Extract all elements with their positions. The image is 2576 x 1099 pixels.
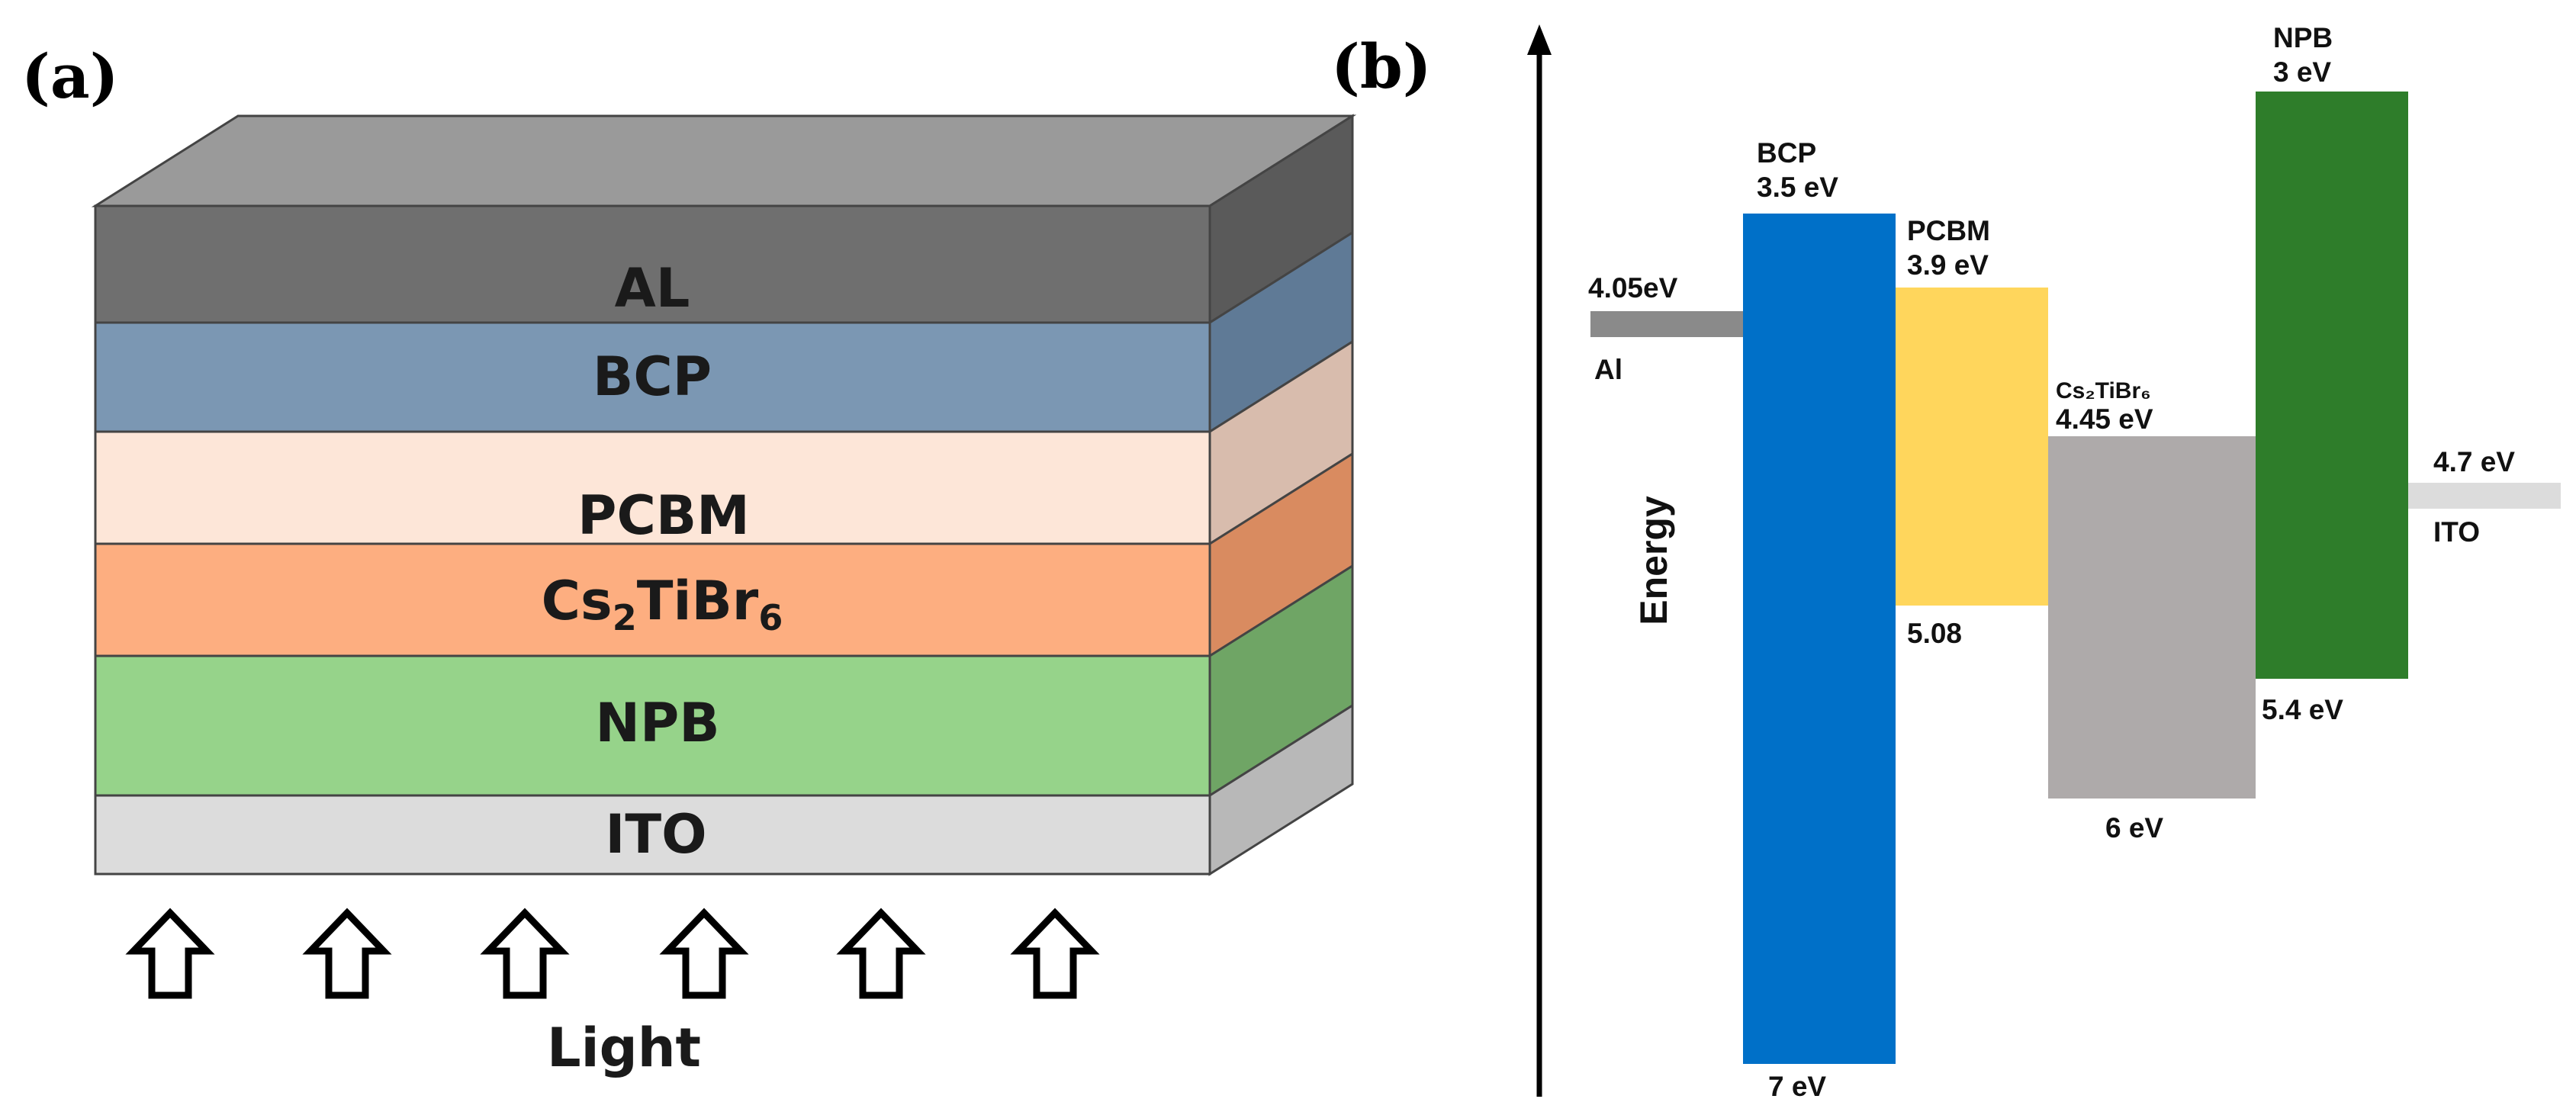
up-outline-arrow-icon [302, 908, 392, 999]
level-cs2tibr6-bar [2048, 436, 2256, 799]
level-al-value: 4.05eV [1588, 272, 1678, 304]
up-outline-arrow-icon [480, 908, 570, 999]
layer-bcp-label: BCP [593, 345, 712, 408]
layer-al-front [94, 204, 1211, 324]
stack-top-face [91, 114, 1357, 207]
energy-axis [1527, 24, 1552, 1097]
level-al: 4.05eV Al [1588, 272, 1743, 385]
level-pcbm-top-value: 3.9 eV [1907, 249, 1989, 281]
level-npb-top-value: 3 eV [2273, 56, 2331, 88]
level-bcp-bar [1743, 214, 1896, 1064]
layer-ito: ITO [94, 703, 1354, 876]
layer-al-label: AL [615, 257, 690, 320]
level-npb-name: NPB [2273, 22, 2333, 53]
energy-axis-label: Energy [1632, 496, 1675, 625]
level-bcp-top-value: 3.5 eV [1757, 172, 1838, 203]
light-arrows [125, 908, 1100, 999]
panel-b-label: (b) [1331, 31, 1432, 102]
panel-a-label: (a) [21, 40, 119, 112]
level-bcp: BCP 3.5 eV 7 eV [1743, 137, 1896, 1099]
level-npb-bar [2256, 92, 2408, 679]
light-label: Light [547, 1017, 701, 1079]
level-pcbm-bar [1896, 288, 2048, 606]
up-outline-arrow-icon [836, 908, 926, 999]
level-pcbm: PCBM 3.9 eV 5.08 [1896, 215, 2048, 649]
level-pcbm-name: PCBM [1907, 215, 1990, 246]
up-outline-arrow-icon [659, 908, 749, 999]
level-al-name: Al [1594, 354, 1622, 385]
level-npb-bottom-value: 5.4 eV [2262, 694, 2343, 725]
level-bcp-bottom-value: 7 eV [1768, 1071, 1826, 1099]
panel-a: (a) AL BCP PCBM Cs2TiBr6 [21, 40, 1357, 1079]
layer-cs2tibr6: Cs2TiBr6 [94, 451, 1354, 658]
level-ito-value: 4.7 eV [2433, 446, 2515, 477]
level-pcbm-bottom-value: 5.08 [1907, 618, 1962, 649]
level-cs2tibr6-bottom-value: 6 eV [2105, 812, 2163, 844]
up-outline-arrow-icon [125, 908, 215, 999]
layer-ito-label: ITO [605, 803, 706, 866]
layer-ito-front [94, 794, 1211, 876]
level-ito-bar [2408, 483, 2561, 509]
level-ito-name: ITO [2433, 516, 2480, 548]
layer-cs2tibr6-front [94, 542, 1211, 657]
level-cs2tibr6-top-value: 4.45 eV [2056, 403, 2153, 435]
level-cs2tibr6-name: Cs₂TiBr₆ [2056, 378, 2151, 403]
level-al-bar [1590, 311, 1743, 337]
level-cs2tibr6: Cs₂TiBr₆ 4.45 eV 6 eV [2048, 378, 2256, 844]
layer-ito-side [1208, 703, 1354, 876]
up-outline-arrow-icon [1010, 908, 1100, 999]
level-ito: 4.7 eV ITO [2408, 446, 2561, 548]
layer-pcbm-label: PCBM [577, 484, 750, 547]
level-bcp-name: BCP [1757, 137, 1816, 169]
layer-al: AL [94, 114, 1354, 325]
energy-axis-arrowhead [1527, 24, 1552, 55]
layer-cs2tibr6-label: Cs2TiBr6 [542, 570, 783, 638]
panel-b: (b) Energy 4.05eV Al BCP 3.5 eV 7 eV PCB… [1331, 22, 2561, 1099]
level-npb: NPB 3 eV 5.4 eV [2256, 22, 2408, 725]
layer-npb-label: NPB [595, 692, 719, 754]
